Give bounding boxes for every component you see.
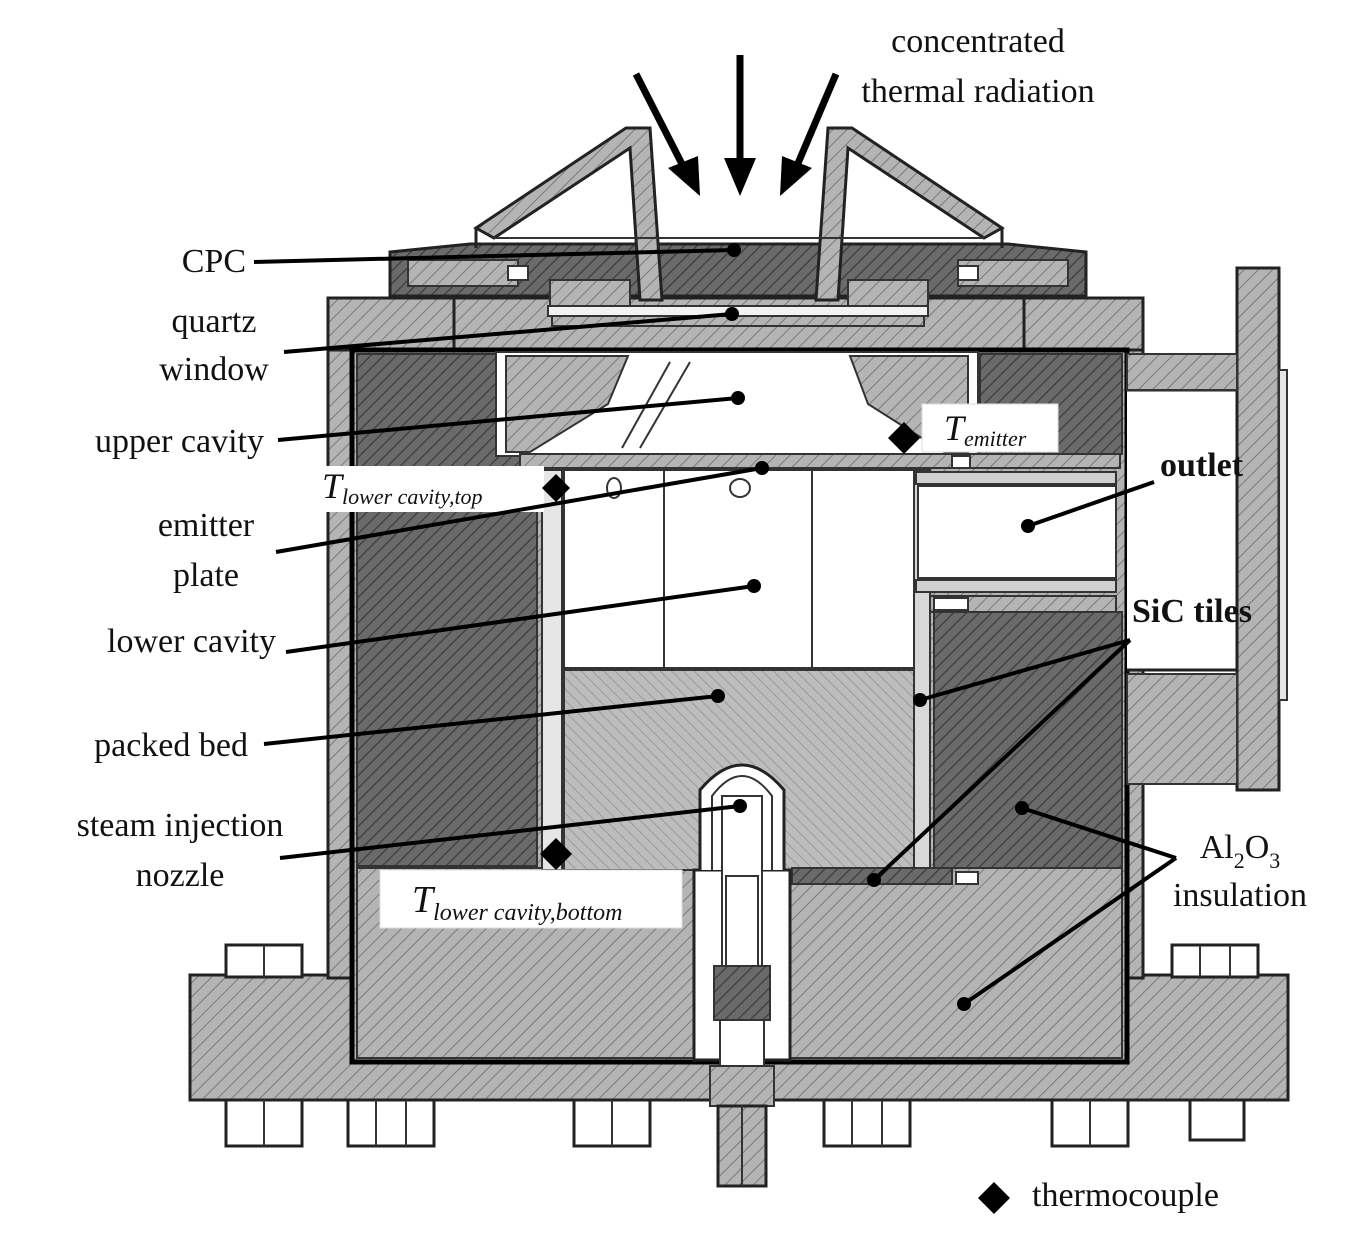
emitter-plate [519,453,1121,469]
leader-sic-tiles [867,638,1132,887]
leader-cpc [253,243,741,264]
packed-bed-label: packed bed [94,727,248,764]
steam-nozzle-label-line2: nozzle [136,857,225,894]
cpc-label: CPC [182,243,246,280]
radiation-label-line2: thermal radiation [861,73,1094,110]
lid-flange [388,242,1088,311]
leader-lower-cavity [285,579,761,654]
upper-cavity-label: upper cavity [95,423,264,460]
t-emitter-label: Temitter [944,408,1027,451]
steam-nozzle [692,763,792,1188]
bolt-heads-bottom [224,1098,1246,1148]
lower-cavity-label: lower cavity [107,623,276,660]
legend-thermocouple-label: thermocouple [1032,1177,1219,1214]
thermocouple-lower-cavity-bottom [540,838,572,870]
al2o3-label-line2: insulation [1173,877,1307,914]
thermocouple-emitter [888,422,920,454]
thermocouple-lower-cavity-top [542,474,570,502]
outlet-region [917,266,1288,792]
quartz-window-label-line2: window [159,351,269,388]
leader-emitter-plate [275,461,769,554]
leader-packed-bed [263,689,725,746]
radiation-label-line1: concentrated [891,23,1065,60]
leader-steam-nozzle [279,799,747,860]
emitter-plate-label-line1: emitter [158,507,255,544]
leader-al2o3 [957,801,1178,1011]
steam-nozzle-label-line1: steam injection [77,807,284,844]
t-lower-cavity-top-label: Tlower cavity,top [322,466,483,509]
al2o3-label-line1: Al2O3 [1200,829,1281,873]
outlet-label: outlet [1160,447,1244,484]
radiation-arrows [632,55,840,196]
bolt-heads-top [224,943,1260,979]
t-emitter-box [921,403,1059,453]
t-bottom-box [379,869,683,929]
t-lower-cavity-bottom-label: Tlower cavity,bottom [412,879,622,926]
leader-upper-cavity [277,391,745,442]
quartz-window-label-line1: quartz [172,303,257,340]
emitter-plate-label-line2: plate [173,557,239,594]
legend: thermocouple [978,1177,1219,1214]
t-top-box [318,466,544,512]
legend-thermocouple-marker [978,1182,1010,1214]
cpc-concentrator [473,126,1005,302]
leader-quartz-window [283,307,739,354]
leader-outlet [1021,480,1155,533]
lower-cavity-region [541,469,915,871]
sic-tiles-label: SiC tiles [1132,593,1252,630]
